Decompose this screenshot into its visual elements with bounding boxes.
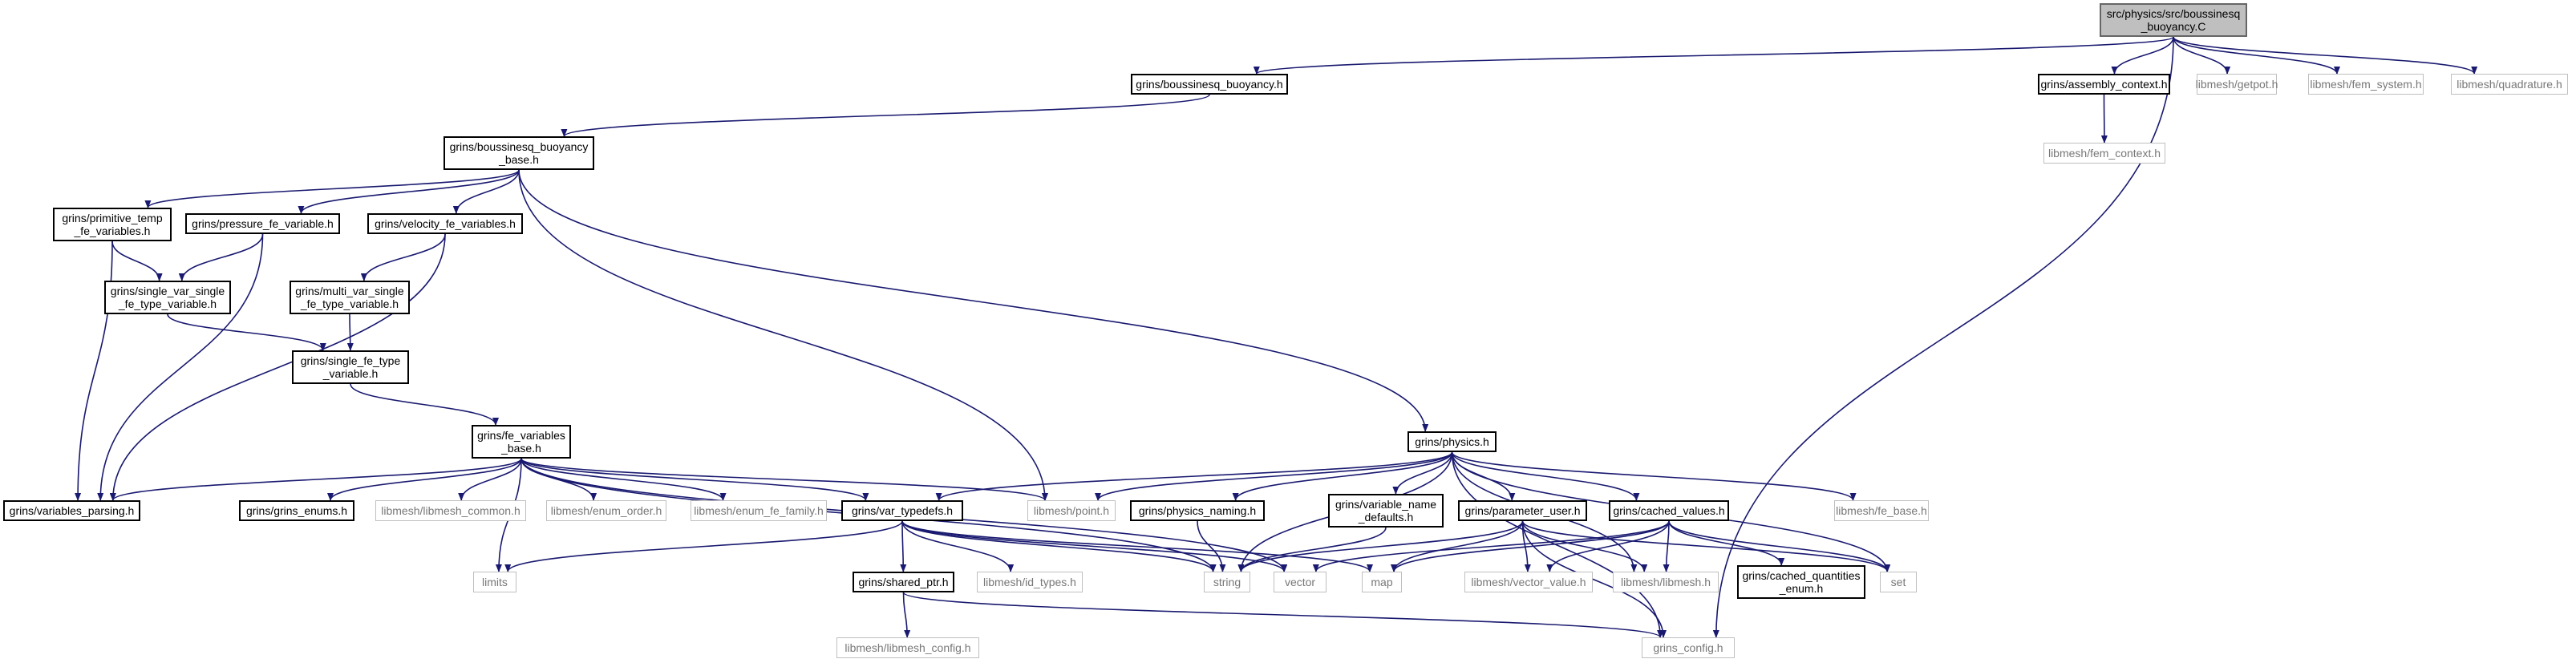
edge-boussinesq_buoyancy_base_h-to-pressure_fe_variable_h [298, 169, 520, 214]
edge-parameter_user_h-to-libmesh_h [1521, 520, 1648, 572]
node-grins-enums-header[interactable]: grins/grins_enums.h [239, 500, 354, 521]
node-libmesh-header: libmesh/libmesh.h [1613, 572, 1719, 592]
node-libmesh-common-header: libmesh/libmesh_common.h [375, 500, 526, 521]
node-root-file: src/physics/src/boussinesq _buoyancy.C [2100, 3, 2247, 37]
node-fe-base-header: libmesh/fe_base.h [1834, 500, 1929, 521]
edge-physics_h-to-point_h [1095, 451, 1453, 501]
edge-fe_variables_base_h-to-enum_fe_family_h [520, 458, 727, 501]
edge-physics_h-to-fe_base_h [1451, 451, 1857, 501]
node-physics-naming-header[interactable]: grins/physics_naming.h [1130, 500, 1265, 521]
edge-physics_h-to-grins_config_h [1451, 451, 1664, 638]
node-single-fe-type-variable-header[interactable]: grins/single_fe_type _variable.h [292, 350, 409, 384]
edge-parameter_user_h-to-string [1237, 520, 1524, 572]
edge-parameter_user_h-to-map [1391, 520, 1524, 572]
edge-physics_h-to-physics_naming_h [1232, 451, 1453, 501]
edge-var_typedefs_h-to-limits [504, 520, 903, 572]
node-id-types-header: libmesh/id_types.h [977, 572, 1083, 592]
edge-root-to-getpot_h [2173, 36, 2231, 75]
node-quadrature-header: libmesh/quadrature.h [2451, 74, 2568, 95]
edge-cached_values_h-to-map [1391, 520, 1670, 572]
node-velocity-fe-variables-header[interactable]: grins/velocity_fe_variables.h [367, 213, 523, 234]
edge-root-to-fem_system_h [2173, 36, 2340, 75]
edge-root-to-assembly_context_h [2111, 36, 2174, 75]
edge-physics_naming_h-to-string [1197, 520, 1226, 572]
edge-boussinesq_buoyancy_h-to-boussinesq_buoyancy_base_h [561, 94, 1210, 137]
node-vector-value-header: libmesh/vector_value.h [1464, 572, 1593, 592]
node-libmesh-config-header: libmesh/libmesh_config.h [836, 637, 979, 658]
node-variable-name-defaults-header[interactable]: grins/variable_name _defaults.h [1328, 494, 1444, 528]
edge-var_typedefs_h-to-id_types_h [901, 520, 1015, 572]
node-primitive-temp-fe-variables-header[interactable]: grins/primitive_temp _fe_variables.h [53, 208, 172, 241]
edge-cached_values_h-to-set [1668, 520, 1891, 572]
edge-shared_ptr_h-to-grins_config_h [902, 592, 1663, 638]
edge-cached_values_h-to-vector_value_h [1546, 520, 1670, 572]
edge-velocity_fe_variables_h-to-multi_var_single_fe_type_variable_h [360, 233, 446, 281]
edge-root-to-boussinesq_buoyancy_h [1254, 36, 2174, 75]
node-grins-config-header: grins_config.h [1642, 637, 1735, 658]
edge-fe_variables_base_h-to-variables_parsing_h [109, 458, 522, 501]
node-limits: limits [473, 572, 516, 592]
edge-parameter_user_h-to-grins_config_h [1521, 520, 1667, 638]
edge-boussinesq_buoyancy_base_h-to-physics_h [518, 169, 1429, 432]
node-boussinesq-buoyancy-header[interactable]: grins/boussinesq_buoyancy.h [1131, 74, 1288, 95]
edge-fe_variables_base_h-to-grins_enums_h [327, 458, 522, 501]
node-single-var-single-fe-type-variable-header[interactable]: grins/single_var_single _fe_type_variabl… [104, 281, 231, 314]
edge-single_fe_type_variable_h-to-fe_variables_base_h [350, 383, 499, 426]
node-fem-context-header: libmesh/fem_context.h [2043, 143, 2165, 164]
node-fem-system-header: libmesh/fem_system.h [2308, 74, 2424, 95]
node-var-typedefs-header[interactable]: grins/var_typedefs.h [841, 500, 963, 521]
edge-var_typedefs_h-to-vector [901, 520, 1288, 572]
edge-physics_h-to-variable_name_defaults_h [1392, 451, 1453, 495]
edge-fe_variables_base_h-to-point_h [520, 458, 1048, 501]
dependency-edges [75, 36, 2478, 638]
node-map: map [1362, 572, 1402, 592]
node-assembly-context-header[interactable]: grins/assembly_context.h [2038, 74, 2170, 95]
node-multi-var-single-fe-type-variable-header[interactable]: grins/multi_var_single _fe_type_variable… [290, 281, 410, 314]
node-physics-header[interactable]: grins/physics.h [1407, 431, 1497, 452]
edge-boussinesq_buoyancy_base_h-to-velocity_fe_variables_h [452, 169, 520, 214]
node-point-header: libmesh/point.h [1027, 500, 1116, 521]
edge-pressure_fe_variable_h-to-single_var_single_fe_type_variable_h [178, 233, 264, 281]
edge-var_typedefs_h-to-string [901, 520, 1217, 572]
node-vector: vector [1274, 572, 1326, 592]
edge-cached_values_h-to-cached_quantities_enum_h [1668, 520, 1785, 566]
edge-physics_h-to-var_typedefs_h [935, 451, 1453, 501]
edge-boussinesq_buoyancy_base_h-to-point_h [518, 169, 1048, 501]
edge-fe_variables_base_h-to-var_typedefs_h [520, 458, 869, 501]
node-set: set [1880, 572, 1917, 592]
edge-fe_variables_base_h-to-libmesh_common_h [458, 458, 522, 501]
node-parameter-user-header[interactable]: grins/parameter_user.h [1458, 500, 1587, 521]
node-enum-order-header: libmesh/enum_order.h [546, 500, 666, 521]
edge-single_var_single_fe_type_variable_h-to-single_fe_type_variable_h [167, 313, 326, 351]
edge-physics_h-to-cached_values_h [1451, 451, 1640, 501]
edge-primitive_temp_fe_variables_h-to-single_var_single_fe_type_variable_h [111, 241, 163, 281]
node-shared-ptr-header[interactable]: grins/shared_ptr.h [853, 572, 954, 592]
node-boussinesq-buoyancy-base-header[interactable]: grins/boussinesq_buoyancy _base.h [444, 136, 594, 170]
node-enum-fe-family-header: libmesh/enum_fe_family.h [691, 500, 827, 521]
node-variables-parsing-header[interactable]: grins/variables_parsing.h [3, 500, 140, 521]
edge-boussinesq_buoyancy_base_h-to-primitive_temp_fe_variables_h [144, 169, 520, 208]
node-getpot-header: libmesh/getpot.h [2196, 74, 2278, 95]
edge-pressure_fe_variable_h-to-variables_parsing_h [97, 233, 264, 501]
edge-parameter_user_h-to-set [1521, 520, 1891, 572]
node-cached-values-header[interactable]: grins/cached_values.h [1609, 500, 1729, 521]
edge-variable_name_defaults_h-to-string [1237, 527, 1387, 572]
edge-cached_values_h-to-vector [1312, 520, 1670, 572]
node-cached-quantities-enum-header[interactable]: grins/cached_quantities _enum.h [1737, 565, 1865, 599]
edge-shared_ptr_h-to-libmesh_config_h [902, 592, 911, 638]
edge-var_typedefs_h-to-map [901, 520, 1373, 572]
node-pressure-fe-variable-header[interactable]: grins/pressure_fe_variable.h [185, 213, 340, 234]
edge-var_typedefs_h-to-shared_ptr_h [900, 520, 907, 572]
node-fe-variables-base-header[interactable]: grins/fe_variables _base.h [472, 425, 571, 459]
edge-velocity_fe_variables_h-to-variables_parsing_h [109, 233, 446, 501]
node-string: string [1204, 572, 1250, 592]
edge-root-to-quadrature_h [2173, 36, 2478, 75]
edge-cached_values_h-to-libmesh_h [1663, 520, 1670, 572]
